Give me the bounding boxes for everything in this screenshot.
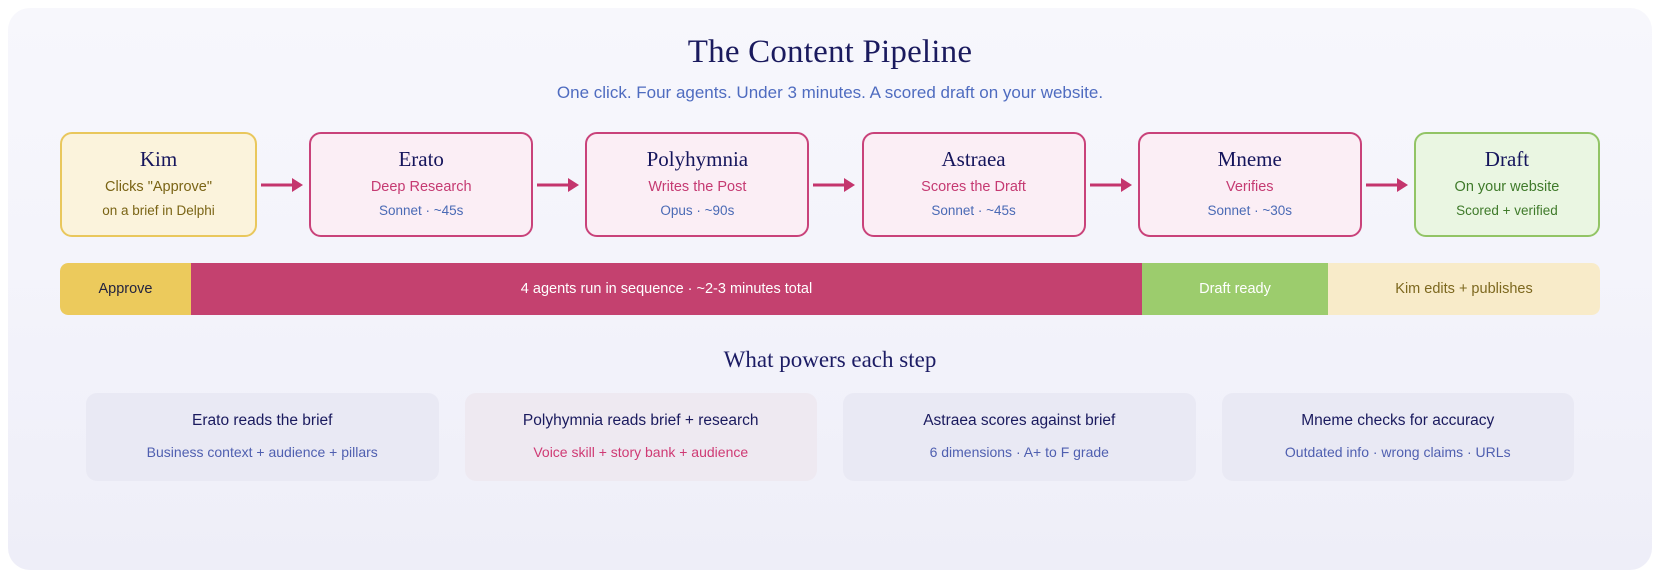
card-title: Erato reads the brief — [192, 412, 333, 429]
node-role: On your website — [1454, 179, 1560, 195]
node-meta: Opus · ~90s — [660, 203, 735, 218]
node-role: Scores the Draft — [921, 179, 1026, 195]
arrow-right-icon-4 — [1089, 176, 1134, 194]
powers-card-row: Erato reads the brief Business context +… — [60, 393, 1600, 481]
node-name: Polyhymnia — [646, 147, 749, 171]
page-title: The Content Pipeline — [687, 34, 973, 70]
page-subtitle: One click. Four agents. Under 3 minutes.… — [556, 83, 1104, 102]
card-subtitle: 6 dimensions · A+ to F grade — [929, 444, 1109, 460]
card-subtitle: Outdated info · wrong claims · URLs — [1284, 444, 1511, 460]
arrow-shaft — [1365, 183, 1400, 186]
powers-card-polyhymnia[interactable]: Polyhymnia reads brief + research Voice … — [464, 393, 817, 481]
pipeline-node-kim[interactable]: Kim Clicks "Approve" on a brief in Delph… — [60, 132, 257, 237]
arrow-shaft — [1089, 183, 1124, 186]
card-title: Mneme checks for accuracy — [1301, 412, 1495, 429]
pipeline-node-astraea[interactable]: Astraea Scores the Draft Sonnet · ~45s — [861, 132, 1086, 237]
node-role: Verifies — [1225, 179, 1274, 195]
arrow-right-icon-3 — [813, 176, 857, 194]
arrow-right-icon-5 — [1365, 176, 1410, 194]
arrow-shaft — [261, 183, 296, 186]
node-meta: Sonnet · ~45s — [931, 203, 1016, 218]
node-meta: on a brief in Delphi — [102, 203, 215, 218]
node-meta: Sonnet · ~30s — [1207, 203, 1292, 218]
pipeline-node-draft[interactable]: Draft On your website Scored + verified — [1413, 132, 1600, 237]
arrow-shaft — [537, 183, 572, 186]
arrow-head — [1396, 177, 1408, 192]
pipeline-node-polyhymnia[interactable]: Polyhymnia Writes the Post Opus · ~90s — [585, 132, 810, 237]
node-role: Clicks "Approve" — [105, 179, 212, 195]
card-title: Polyhymnia reads brief + research — [522, 412, 759, 429]
node-role: Deep Research — [370, 179, 472, 195]
timeline-segment-ready[interactable]: Draft ready — [1142, 263, 1328, 315]
pipeline-row: Kim Clicks "Approve" on a brief in Delph… — [60, 132, 1600, 237]
pipeline-node-mneme[interactable]: Mneme Verifies Sonnet · ~30s — [1137, 132, 1362, 237]
arrow-head — [292, 177, 304, 192]
powers-card-mneme[interactable]: Mneme checks for accuracy Outdated info … — [1221, 393, 1574, 481]
pipeline-node-erato[interactable]: Erato Deep Research Sonnet · ~45s — [309, 132, 534, 237]
timeline-segment-run[interactable]: 4 agents run in sequence · ~2-3 minutes … — [191, 263, 1142, 315]
node-meta: Scored + verified — [1456, 203, 1558, 218]
arrow-head — [844, 177, 856, 192]
arrow-right-icon-2 — [537, 176, 581, 194]
timeline-segment-publish[interactable]: Kim edits + publishes — [1328, 263, 1600, 315]
powers-card-astraea[interactable]: Astraea scores against brief 6 dimension… — [843, 393, 1196, 481]
node-name: Erato — [398, 147, 444, 171]
section-title-powers: What powers each step — [723, 347, 937, 372]
node-name: Astraea — [941, 147, 1006, 171]
node-name: Kim — [139, 147, 178, 171]
node-role: Writes the Post — [648, 179, 747, 195]
timeline-bar: Approve 4 agents run in sequence · ~2-3 … — [60, 263, 1600, 315]
card-subtitle: Business context + audience + pillars — [146, 444, 378, 460]
timeline-segment-approve[interactable]: Approve — [60, 263, 191, 315]
arrow-head — [568, 177, 580, 192]
arrow-head — [1120, 177, 1132, 192]
arrow-shaft — [813, 183, 848, 186]
node-name: Mneme — [1217, 147, 1282, 171]
card-subtitle: Voice skill + story bank + audience — [533, 444, 749, 460]
powers-card-erato[interactable]: Erato reads the brief Business context +… — [86, 393, 439, 481]
node-meta: Sonnet · ~45s — [378, 203, 464, 218]
pipeline-panel: The Content Pipeline One click. Four age… — [8, 8, 1652, 570]
node-name: Draft — [1484, 147, 1530, 171]
card-title: Astraea scores against brief — [923, 412, 1116, 429]
arrow-right-icon-1 — [261, 176, 305, 194]
